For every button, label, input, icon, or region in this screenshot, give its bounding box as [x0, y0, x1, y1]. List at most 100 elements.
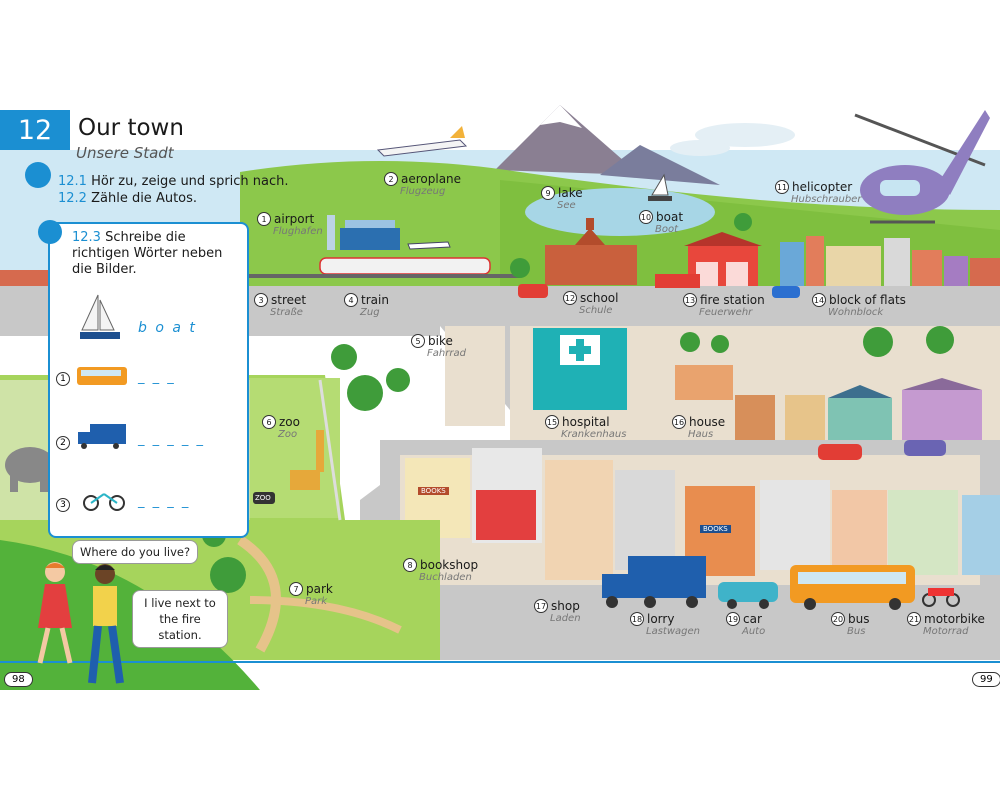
label-german: Haus: [688, 429, 714, 440]
label-number: 13: [683, 293, 697, 307]
label-number: 18: [630, 612, 644, 626]
label-german: Zoo: [278, 429, 298, 440]
label-number: 5: [411, 334, 425, 348]
answer-blank[interactable]: _ _ _: [138, 370, 176, 385]
zoo-sign: [253, 492, 275, 504]
label-word: bike: [428, 334, 453, 348]
listen-icon: [25, 162, 51, 188]
instruction-number: 12.2: [58, 191, 87, 206]
label-number: 19: [726, 612, 740, 626]
label-german: Park: [305, 596, 328, 607]
label-number: 9: [541, 186, 555, 200]
giraffe: [290, 430, 324, 490]
label-word: zoo: [279, 415, 300, 429]
label-word: lorry: [647, 612, 675, 626]
label-german: Bus: [847, 626, 866, 637]
label-word: aeroplane: [401, 172, 462, 186]
page-number-left: 98: [4, 672, 33, 687]
label-number: 2: [384, 172, 398, 186]
label-german: Boot: [655, 224, 679, 235]
example-word: b o a t: [138, 320, 197, 336]
label-number: 21: [907, 612, 921, 626]
label-german: Flughafen: [273, 226, 323, 237]
label-word: lake: [558, 186, 583, 200]
label-number: 20: [831, 612, 845, 626]
item-number: 1: [56, 372, 70, 386]
books-sign: BOOKS: [700, 525, 731, 533]
bike-picture: [83, 493, 125, 511]
label-number: 12: [563, 291, 577, 305]
label-german: Straße: [270, 307, 303, 318]
label-word: house: [689, 415, 726, 429]
exercise-instruction: 12.3 Schreibe die richtigen Wörter neben…: [72, 230, 237, 278]
label-german: See: [557, 200, 576, 211]
answer-blank[interactable]: _ _ _ _: [138, 494, 191, 509]
label-word: airport: [274, 212, 315, 226]
label-word: boat: [656, 210, 684, 224]
boat: [651, 173, 669, 196]
block-of-flats: [780, 236, 1000, 286]
label-word: helicopter: [792, 180, 853, 194]
train: [319, 257, 491, 275]
school: [545, 218, 637, 285]
aeroplane: [376, 126, 468, 157]
shops: [405, 448, 1000, 580]
label-number: 17: [534, 599, 548, 613]
item-number: 3: [56, 498, 70, 512]
label-german: Buchladen: [419, 572, 472, 583]
label-number: 4: [344, 293, 358, 307]
bus-picture: [77, 367, 127, 385]
label-word: block of flats: [829, 293, 906, 307]
label-german: Wohnblock: [828, 307, 884, 318]
mountain: [495, 105, 640, 175]
label-german: Hubschrauber: [791, 194, 862, 205]
zoo-sign-text: ZOO: [255, 494, 271, 502]
houses: [675, 365, 982, 440]
page-number-right: 99: [972, 672, 1000, 687]
label-number: 11: [775, 180, 789, 194]
page-subtitle: Unsere Stadt: [76, 144, 174, 162]
children-illustration: [37, 562, 124, 684]
speech-bubble-answer: I live next to the fire station.: [132, 590, 228, 648]
chapter-number: 12: [0, 110, 70, 150]
hospital: [533, 328, 627, 410]
instruction-number: 12.1: [58, 174, 87, 189]
label-number: 16: [672, 415, 686, 429]
motorbike: [922, 588, 960, 607]
lorry-picture: [78, 424, 126, 449]
exercise-text: Schreibe die richtigen Wörter neben die …: [72, 230, 223, 277]
label-word: street: [271, 293, 307, 307]
label-word: motorbike: [924, 612, 985, 626]
label-word: park: [306, 582, 333, 596]
answer-blank[interactable]: _ _ _ _ _: [138, 432, 206, 447]
label-german: Auto: [742, 626, 766, 637]
label-number: 7: [289, 582, 303, 596]
sailboat-picture: [80, 294, 120, 339]
mountain: [600, 145, 720, 185]
helicopter: [854, 110, 990, 224]
label-number: 8: [403, 558, 417, 572]
